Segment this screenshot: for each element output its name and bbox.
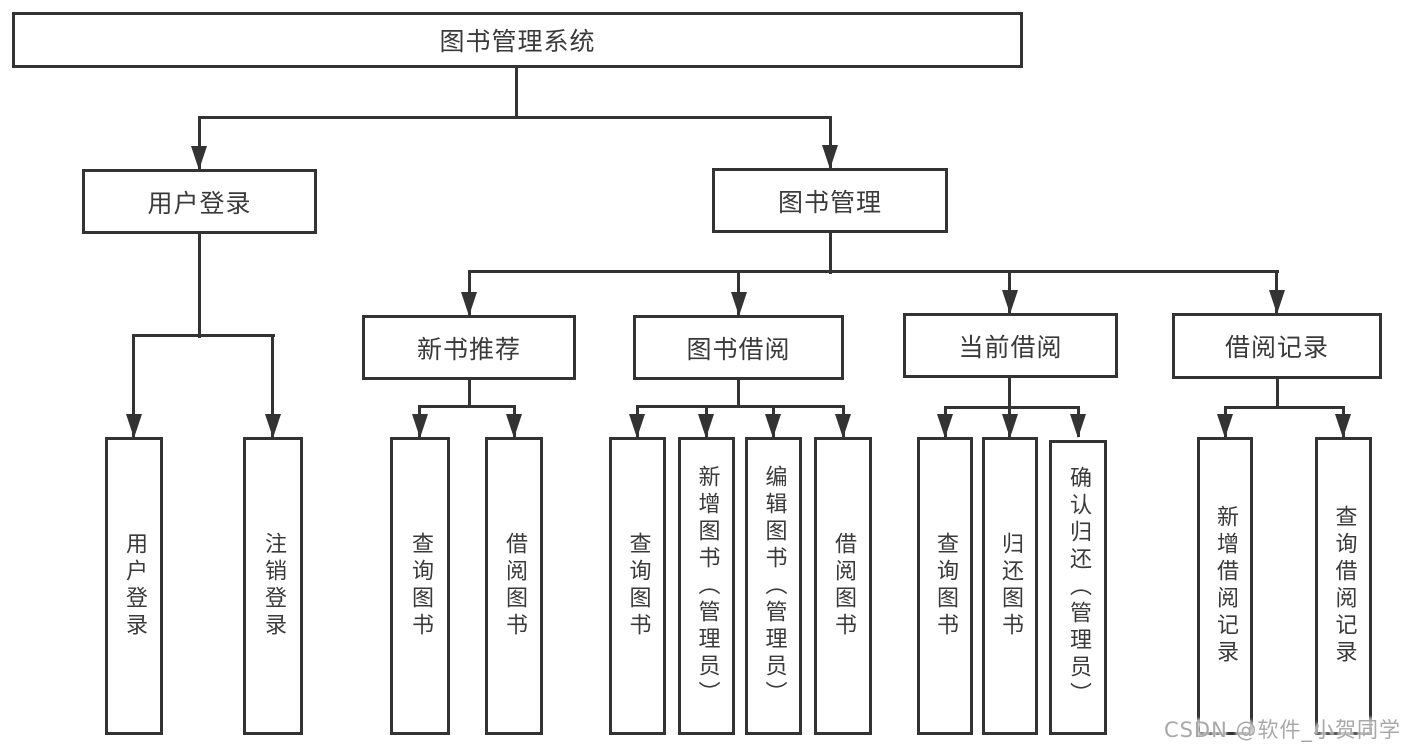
arrow-down-icon: [1002, 414, 1018, 438]
node-root-library-system: 图书管理系统: [12, 12, 1023, 68]
node-label: 查询图书: [933, 532, 958, 640]
arrow-down-icon: [835, 414, 851, 438]
node-label: 借阅图书: [831, 532, 856, 640]
connector-line: [1224, 406, 1345, 409]
node-label: 确认归还（管理员）: [1066, 466, 1091, 709]
connector-line: [829, 231, 832, 274]
arrow-down-icon: [1217, 414, 1233, 438]
node-label: 用户登录: [147, 188, 252, 218]
leaf-logout-login: 注销登录: [243, 437, 303, 735]
connector-line: [636, 405, 845, 408]
arrow-down-icon: [1335, 414, 1351, 438]
node-label: 图书管理: [777, 187, 882, 217]
arrow-down-icon: [506, 414, 522, 438]
node-label: 归还图书: [998, 532, 1023, 640]
node-book-management: 图书管理: [712, 168, 948, 233]
node-label: 新增借阅记录: [1213, 505, 1238, 667]
connector-line: [132, 334, 275, 337]
node-label: 查询借阅记录: [1331, 505, 1357, 667]
connector-line: [515, 66, 518, 118]
connector-line: [944, 406, 1080, 409]
arrow-down-icon: [265, 414, 281, 438]
leaf-query-book-recommend: 查询图书: [390, 437, 450, 735]
arrow-down-icon: [461, 292, 477, 316]
leaf-confirm-return-admin: 确认归还（管理员）: [1049, 440, 1107, 735]
arrow-down-icon: [412, 414, 428, 438]
leaf-query-book-borrow: 查询图书: [609, 437, 666, 735]
arrow-down-icon: [731, 292, 747, 316]
connector-line: [271, 334, 274, 437]
leaf-add-borrow-record: 新增借阅记录: [1197, 437, 1253, 735]
arrow-down-icon: [126, 414, 142, 438]
node-book-borrow: 图书借阅: [633, 315, 844, 380]
connector-line: [829, 116, 832, 168]
connector-line: [468, 378, 471, 407]
connector-line: [198, 116, 201, 169]
node-borrow-records: 借阅记录: [1172, 313, 1382, 379]
arrow-down-icon: [822, 145, 838, 169]
arrow-down-icon: [765, 414, 781, 438]
connector-line: [468, 270, 1279, 273]
connector-line: [132, 334, 135, 437]
node-label: 当前借阅: [958, 332, 1063, 362]
leaf-edit-book-admin: 编辑图书（管理员）: [745, 437, 802, 735]
node-label: 新书推荐: [416, 334, 521, 364]
node-new-book-recommend: 新书推荐: [362, 315, 576, 380]
connector-line: [198, 232, 201, 338]
connector-line: [737, 378, 740, 407]
node-label: 注销登录: [261, 532, 286, 640]
leaf-borrow-book: 借阅图书: [814, 437, 872, 735]
arrow-down-icon: [698, 414, 714, 438]
arrow-down-icon: [1269, 290, 1285, 314]
node-label: 借阅记录: [1224, 333, 1329, 362]
arrow-down-icon: [1070, 414, 1086, 438]
node-label: 用户登录: [122, 532, 147, 640]
node-label: 查询图书: [408, 532, 433, 640]
node-label: 借阅图书: [502, 532, 527, 640]
node-label: 图书管理系统: [439, 27, 596, 56]
arrow-down-icon: [1002, 290, 1018, 314]
node-label: 编辑图书（管理员）: [761, 464, 787, 708]
node-label: 新增图书（管理员）: [694, 464, 720, 708]
leaf-query-book-current: 查询图书: [917, 437, 973, 735]
node-label: 图书借阅: [686, 334, 791, 364]
arrow-down-icon: [629, 414, 645, 438]
leaf-return-book: 归还图书: [982, 437, 1038, 735]
node-label: 查询图书: [625, 532, 651, 640]
node-user-login: 用户登录: [82, 169, 317, 234]
connector-line: [418, 405, 516, 408]
leaf-add-book-admin: 新增图书（管理员）: [678, 437, 735, 735]
leaf-query-borrow-record: 查询借阅记录: [1315, 437, 1372, 735]
leaf-borrow-book-recommend: 借阅图书: [485, 437, 543, 735]
connector-line: [198, 116, 832, 119]
arrow-down-icon: [191, 146, 207, 170]
connector-line: [1008, 376, 1011, 408]
node-current-borrow: 当前借阅: [903, 313, 1118, 378]
csdn-watermark: CSDN @软件_小贺同学: [1163, 718, 1401, 742]
arrow-down-icon: [937, 414, 953, 438]
connector-line: [1276, 376, 1279, 408]
leaf-user-login: 用户登录: [105, 437, 163, 735]
